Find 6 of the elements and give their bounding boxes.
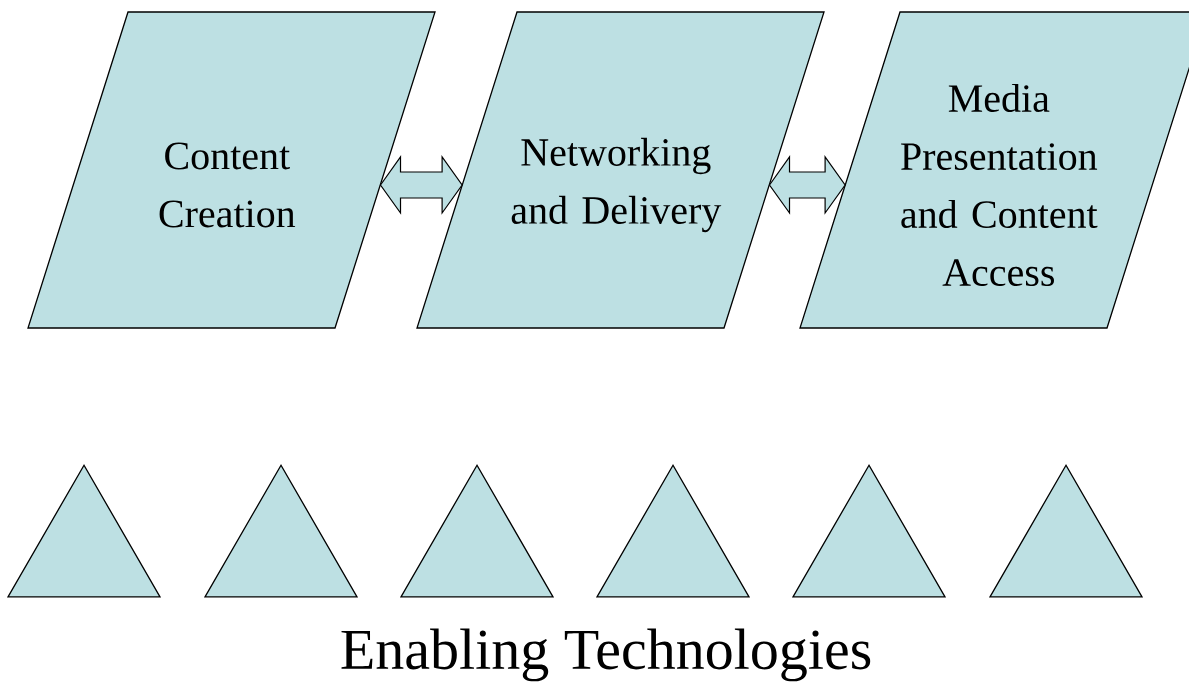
double-arrow [768,155,846,215]
double-arrow [379,155,463,215]
parallelogram-box: Content Creation [27,11,436,329]
parallelogram-box: Networking and Delivery [416,11,825,329]
caption-text: Enabling Technologies [341,628,871,682]
parallelogram-box: Media Presentation and Content Access [799,11,1189,329]
